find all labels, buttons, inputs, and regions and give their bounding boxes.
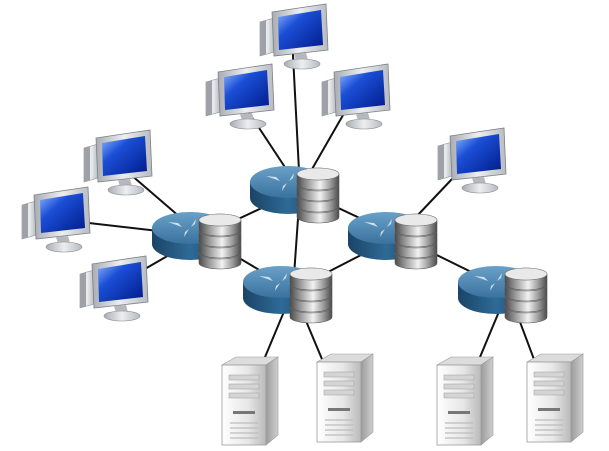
server-4[interactable] (525, 353, 584, 443)
workstation-top-right[interactable] (321, 63, 391, 130)
hub-right[interactable] (348, 212, 438, 270)
server-1[interactable] (220, 356, 279, 446)
hub-bottom[interactable] (243, 266, 333, 324)
nodes-layer (21, 3, 584, 446)
workstation-left-3[interactable] (79, 255, 149, 322)
server-icon (315, 353, 374, 443)
server-icon (220, 356, 279, 446)
workstation-icon (83, 129, 153, 196)
workstation-left-2[interactable] (21, 186, 91, 253)
workstation-icon (259, 3, 329, 70)
workstation-icon (21, 186, 91, 253)
hub-center[interactable] (250, 166, 340, 224)
workstation-right[interactable] (437, 127, 507, 194)
workstation-left-1[interactable] (83, 129, 153, 196)
database-icon (289, 267, 333, 324)
database-icon (394, 213, 438, 270)
server-icon (435, 356, 494, 446)
server-3[interactable] (435, 356, 494, 446)
server-icon (525, 353, 584, 443)
database-icon (198, 213, 242, 270)
hub-left[interactable] (152, 212, 242, 270)
workstation-icon (437, 127, 507, 194)
workstation-icon (79, 255, 149, 322)
workstation-icon (205, 63, 275, 130)
workstation-top-left[interactable] (205, 63, 275, 130)
database-icon (504, 267, 548, 324)
database-icon (296, 167, 340, 224)
server-2[interactable] (315, 353, 374, 443)
workstation-icon (321, 63, 391, 130)
workstation-top[interactable] (259, 3, 329, 70)
hub-far-right[interactable] (458, 266, 548, 324)
